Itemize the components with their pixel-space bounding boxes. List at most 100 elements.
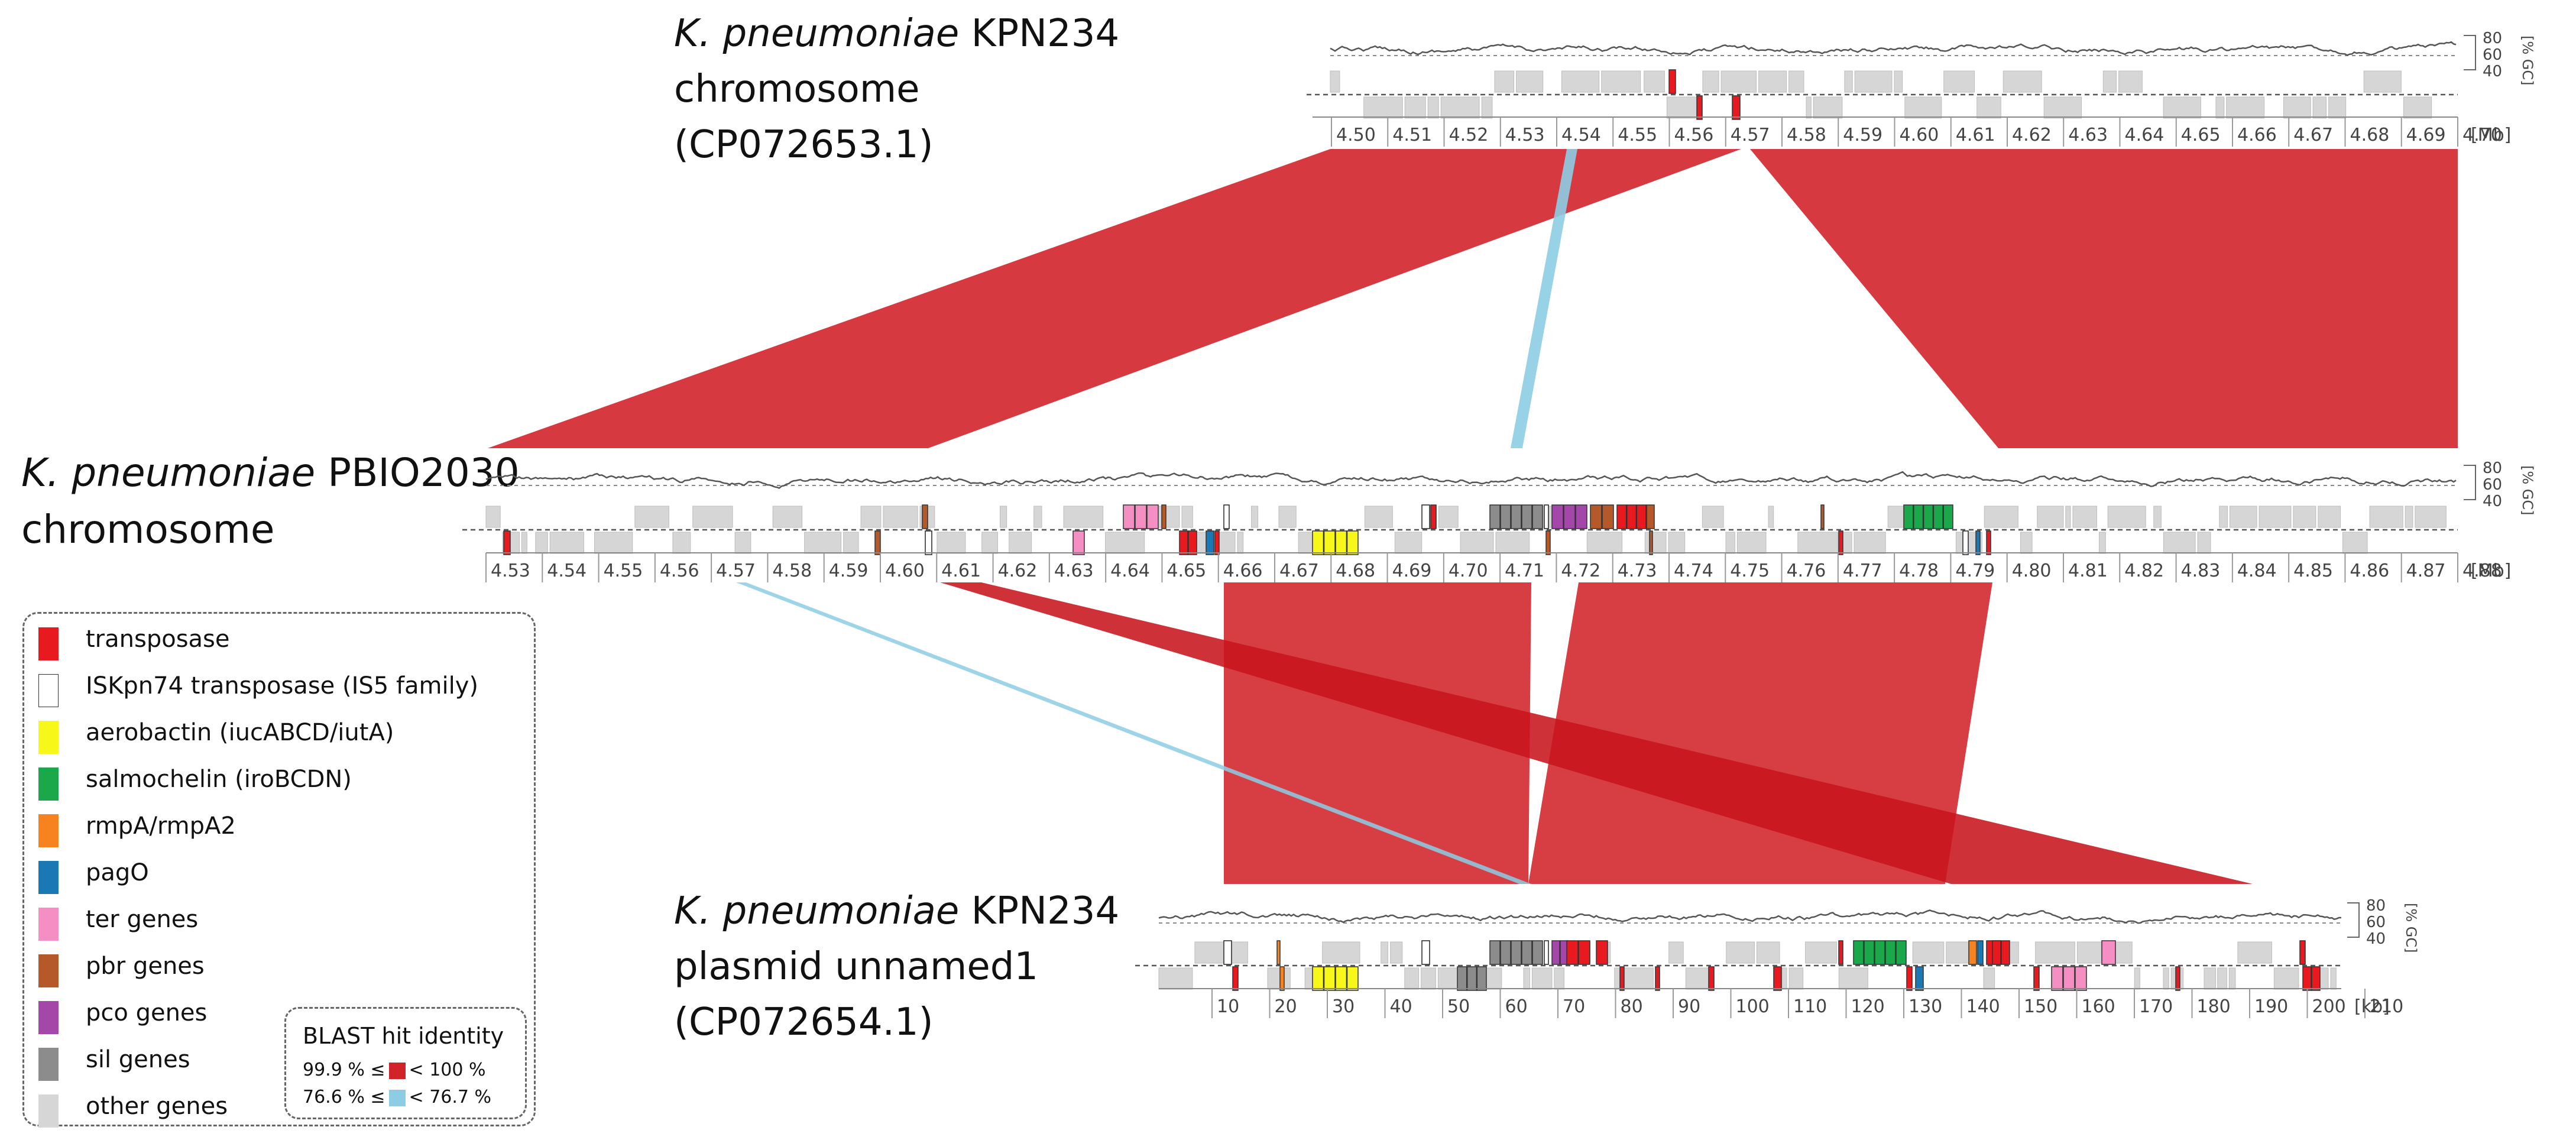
- blast-low-to: < 76.7 %: [409, 1087, 492, 1107]
- gene: [1158, 967, 1193, 990]
- gene: [1460, 532, 1494, 554]
- gene-tr: [1655, 966, 1660, 991]
- axis-tick-label: 4.84: [2237, 561, 2277, 581]
- gene: [1009, 532, 1032, 554]
- axis-tick-label: 190: [2254, 996, 2288, 1017]
- axis-tick-label: 4.81: [2068, 561, 2108, 581]
- gene: [2342, 532, 2368, 554]
- gene-is: [925, 530, 932, 555]
- gene-tr: [1838, 940, 1843, 965]
- axis-tick-label: 4.67: [2293, 125, 2333, 145]
- gene: [1781, 967, 1787, 990]
- axis-tick-label: 4.52: [1449, 125, 1489, 145]
- gene: [2215, 96, 2225, 119]
- gene-is: [1421, 940, 1430, 965]
- gene: [1404, 967, 1420, 990]
- axis-tick-label: 4.72: [1561, 561, 1600, 581]
- gc-axis-label: [% GC]: [2519, 465, 2536, 516]
- gene-rm: [1279, 966, 1285, 991]
- axis-tick-label: 150: [2024, 996, 2057, 1017]
- gene-tr: [1838, 530, 1843, 555]
- axis-tick-label: 4.65: [2181, 125, 2221, 145]
- gene-tr: [1179, 530, 1188, 555]
- gene: [1105, 532, 1145, 554]
- gene-sa: [1943, 504, 1953, 529]
- blast-link-high: [488, 149, 1741, 448]
- gene: [1404, 96, 1426, 119]
- legend-label: pco genes: [86, 999, 208, 1026]
- label-middle-genome: K. pneumoniae PBIO2030 chromosome: [21, 450, 520, 552]
- gene-pc: [1551, 940, 1560, 965]
- gene: [804, 532, 842, 554]
- gene: [1976, 96, 2001, 119]
- axis-tick-label: 110: [1793, 996, 1827, 1017]
- gene: [1736, 532, 1767, 554]
- legend-swatch: [38, 1048, 59, 1081]
- gene-tr: [1596, 940, 1608, 965]
- gene: [1912, 941, 1945, 964]
- gc-tick-label: 80: [2483, 459, 2502, 477]
- axis-tick-label: 50: [1447, 996, 1470, 1017]
- gene: [734, 532, 751, 554]
- axis-tick-label: 4.64: [2125, 125, 2165, 145]
- gene: [1427, 96, 1439, 119]
- gene-pa: [1206, 530, 1214, 555]
- gene: [2219, 506, 2228, 528]
- gene: [1644, 70, 1665, 93]
- axis-tick-label: 4.56: [1674, 125, 1714, 145]
- blast-high-swatch: [388, 1062, 406, 1079]
- gene: [2259, 506, 2292, 528]
- label-bottom-genome: K. pneumoniae KPN234 plasmid unnamed1 (C…: [674, 889, 1119, 1044]
- axis-tick-label: 4.57: [1731, 125, 1770, 145]
- axis-unit: [kb]: [2354, 996, 2390, 1017]
- gene-sa: [1895, 940, 1907, 965]
- gene-tr: [1566, 940, 1579, 965]
- gene-sa: [1913, 504, 1924, 529]
- gene: [1668, 941, 1684, 964]
- axis-unit: [Mb]: [2471, 125, 2511, 145]
- gene: [1844, 70, 1853, 93]
- axis-tick-label: 4.68: [1336, 561, 1375, 581]
- gc-tick-label: 80: [2366, 897, 2386, 915]
- gene-tr: [2299, 940, 2306, 965]
- gene-tr: [1668, 69, 1676, 94]
- gene-si: [1532, 504, 1543, 529]
- svg-text:(CP072653.1): (CP072653.1): [674, 123, 934, 167]
- gene: [2102, 70, 2117, 93]
- gene: [1943, 70, 1975, 93]
- axis-tick-label: 4.70: [1449, 561, 1488, 581]
- axis-tick-label: 4.58: [1787, 125, 1826, 145]
- legend-label: transposase: [86, 626, 230, 653]
- gene: [1531, 967, 1553, 990]
- gene-tr: [1636, 504, 1647, 529]
- gene-tr: [1992, 940, 2001, 965]
- gene: [1494, 70, 1515, 93]
- gene-te: [1072, 530, 1085, 555]
- gene: [2118, 70, 2143, 93]
- gene-si: [1500, 940, 1511, 965]
- legend-label: sil genes: [86, 1046, 190, 1073]
- axis-tick-label: 80: [1621, 996, 1643, 1017]
- gene-tr: [1619, 966, 1625, 991]
- blast-high-to: < 100 %: [409, 1060, 486, 1080]
- gene-sa: [1885, 940, 1896, 965]
- gene: [1438, 506, 1459, 528]
- blast-link-low: [1511, 149, 1577, 448]
- axis-tick-label: 10: [1217, 996, 1239, 1017]
- gc-axis: [2464, 35, 2476, 70]
- gene: [1685, 967, 1710, 990]
- gene-ae: [1312, 530, 1324, 555]
- legend-swatch: [38, 1094, 59, 1128]
- axis-tick-label: 4.86: [2350, 561, 2389, 581]
- blast-high-from: 99.9 % ≤: [303, 1060, 385, 1080]
- gene-te: [1146, 504, 1159, 529]
- gene-is: [1544, 504, 1549, 529]
- gene: [2204, 967, 2217, 990]
- blast-legend-low: 76.6 % ≤< 76.7 %: [303, 1087, 491, 1107]
- axis-tick-label: 90: [1678, 996, 1700, 1017]
- axis-tick-label: 100: [1736, 996, 1770, 1017]
- blast-link-low: [736, 582, 1531, 884]
- gene-si: [1521, 940, 1532, 965]
- gene: [2099, 532, 2106, 554]
